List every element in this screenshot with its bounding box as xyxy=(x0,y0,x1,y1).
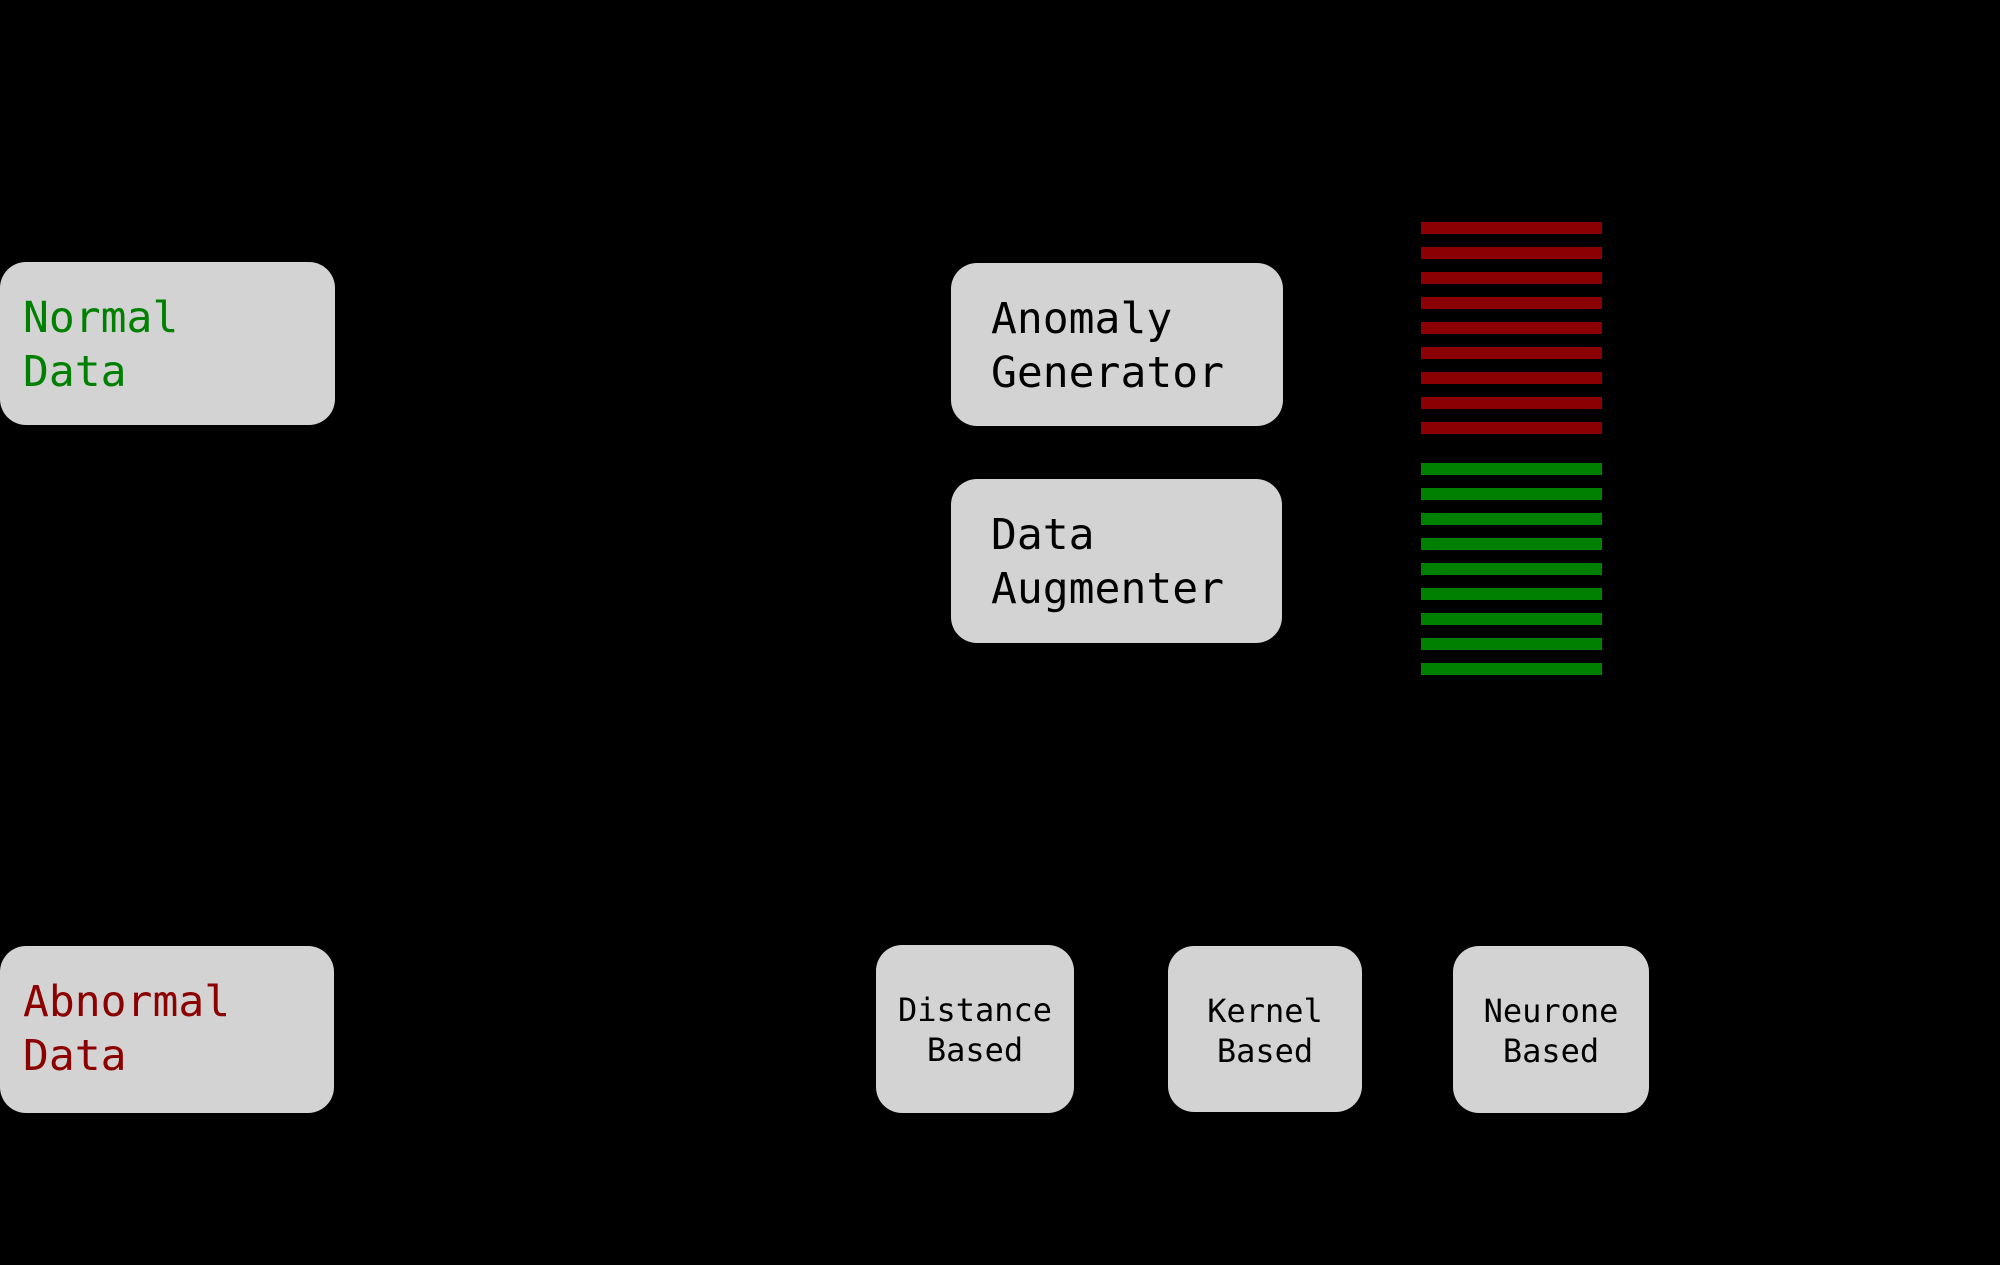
distance-based-box: Distance Based xyxy=(876,945,1074,1113)
green-stripe xyxy=(1421,463,1602,475)
anomaly-generator-box: Anomaly Generator xyxy=(951,263,1283,426)
data-augmenter-label-line2: Augmenter xyxy=(991,564,1224,614)
data-augmenter-label-line1: Data xyxy=(991,510,1095,560)
normal-stripe-stack xyxy=(1421,463,1602,675)
green-stripe xyxy=(1421,638,1602,650)
red-stripe xyxy=(1421,397,1602,409)
neurone-based-label-line1: Neurone xyxy=(1483,992,1619,1030)
distance-based-label-line2: Based xyxy=(926,1031,1024,1069)
red-stripe xyxy=(1421,272,1602,284)
red-stripe xyxy=(1421,322,1602,334)
red-stripe xyxy=(1421,222,1602,234)
red-stripe xyxy=(1421,297,1602,309)
normal-data-box: Normal Data xyxy=(0,262,335,425)
abnormal-data-label-line2: Data xyxy=(23,1031,127,1081)
anomaly-generator-label-line2: Generator xyxy=(991,348,1224,398)
red-stripe xyxy=(1421,347,1602,359)
normal-data-label-line1: Normal xyxy=(23,293,179,343)
red-stripe xyxy=(1421,372,1602,384)
kernel-based-label-line2: Based xyxy=(1216,1032,1314,1070)
red-stripe xyxy=(1421,422,1602,434)
green-stripe xyxy=(1421,613,1602,625)
green-stripe xyxy=(1421,538,1602,550)
distance-based-label-line1: Distance xyxy=(897,991,1053,1029)
green-stripe xyxy=(1421,488,1602,500)
abnormal-data-label-line1: Abnormal xyxy=(23,977,231,1027)
neurone-based-box: Neurone Based xyxy=(1453,946,1649,1113)
green-stripe xyxy=(1421,513,1602,525)
abnormal-stripe-stack xyxy=(1421,222,1602,434)
red-stripe xyxy=(1421,247,1602,259)
data-augmenter-box: Data Augmenter xyxy=(951,479,1282,643)
kernel-based-label-line1: Kernel xyxy=(1207,992,1323,1030)
green-stripe xyxy=(1421,563,1602,575)
normal-data-label-line2: Data xyxy=(23,347,127,397)
green-stripe xyxy=(1421,663,1602,675)
anomaly-generator-label-line1: Anomaly xyxy=(991,294,1173,344)
neurone-based-label-line2: Based xyxy=(1502,1032,1600,1070)
abnormal-data-box: Abnormal Data xyxy=(0,946,334,1113)
kernel-based-box: Kernel Based xyxy=(1168,946,1362,1112)
green-stripe xyxy=(1421,588,1602,600)
